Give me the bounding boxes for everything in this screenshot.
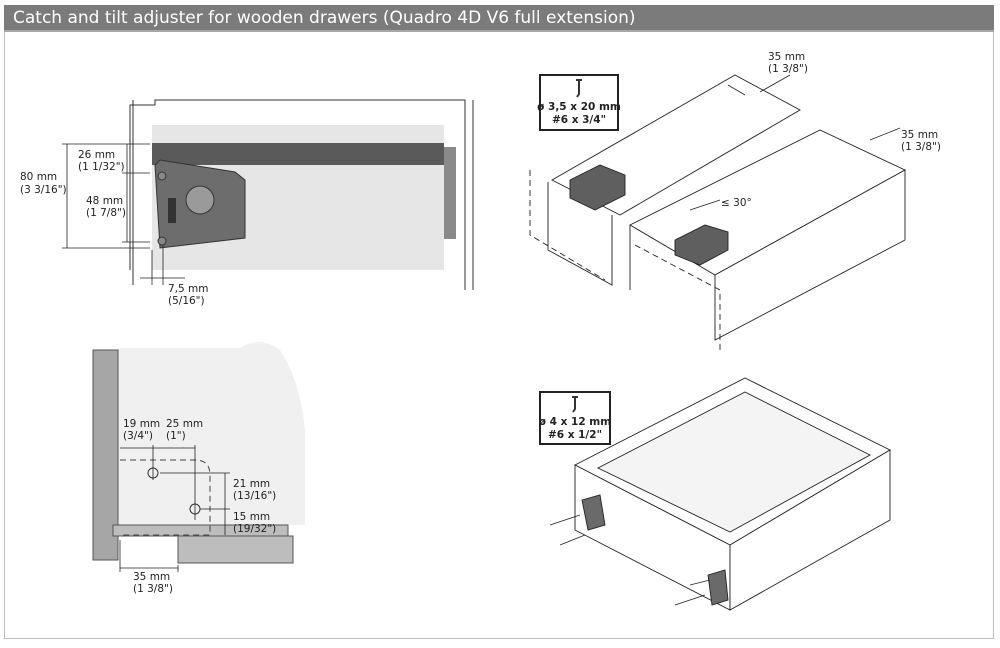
- dim-15-mm: 15 mm: [233, 511, 270, 523]
- screw-imperial-bottom: #6 x 1/2": [548, 429, 602, 441]
- dim-middle-inch: (1 7/8"): [86, 207, 126, 219]
- angle-label: ≤ 30°: [721, 197, 752, 209]
- dim-back-inch: (1 3/8"): [768, 63, 808, 75]
- dim-total-inch: (3 3/16"): [20, 184, 67, 196]
- screw-imperial-top: #6 x 3/4": [552, 114, 606, 126]
- side-view: 80 mm (3 3/16") 26 mm (1 1/32") 48 mm (1…: [20, 99, 474, 307]
- dim-25-inch: (1"): [166, 430, 186, 442]
- dim-top-inch: (1 1/32"): [78, 161, 125, 173]
- screw-icon: [576, 79, 582, 98]
- screw-box-top: ø 3,5 x 20 mm #6 x 3/4": [537, 74, 621, 131]
- dim-19-mm: 19 mm: [123, 418, 160, 430]
- dim-15-inch: (19/32"): [233, 523, 276, 535]
- screw-box-bottom: ø 4 x 12 mm #6 x 1/2": [539, 391, 611, 445]
- dim-35-mm: 35 mm: [133, 571, 170, 583]
- diagram-frame: [4, 5, 994, 639]
- rail-end: [444, 147, 456, 239]
- dim-21-mm: 21 mm: [233, 478, 270, 490]
- dim-total-mm: 80 mm: [20, 171, 57, 183]
- dim-offset-mm: 7,5 mm: [168, 283, 209, 295]
- dim-middle-mm: 48 mm: [86, 195, 123, 207]
- runner: [177, 535, 294, 564]
- title-bar: Catch and tilt adjuster for wooden drawe…: [4, 5, 994, 32]
- dim-25-mm: 25 mm: [166, 418, 203, 430]
- screw-size-top: ø 3,5 x 20 mm: [537, 101, 621, 113]
- page-title: Catch and tilt adjuster for wooden drawe…: [13, 8, 636, 28]
- dim-right-mm: 35 mm: [901, 129, 938, 141]
- screw-icon: [572, 396, 578, 413]
- dim-21-inch: (13/16"): [233, 490, 276, 502]
- template-outline: [120, 459, 211, 536]
- dim-19-inch: (3/4"): [123, 430, 153, 442]
- dim-35-inch: (1 3/8"): [133, 583, 173, 595]
- dim-back-mm: 35 mm: [768, 51, 805, 63]
- screw-size-bottom: ø 4 x 12 mm: [539, 416, 611, 428]
- dim-top-mm: 26 mm: [78, 149, 115, 161]
- cabinet-outline: [129, 99, 466, 290]
- drawer-area: [118, 341, 305, 525]
- runner-rail: [152, 143, 444, 165]
- hole-view: 19 mm (3/4") 25 mm (1") 21 mm (13/16") 1…: [92, 341, 305, 595]
- dim-offset-inch: (5/16"): [168, 295, 205, 307]
- iso-mounting-view: [529, 74, 906, 350]
- dim-right-inch: (1 3/8"): [901, 141, 941, 153]
- iso-drawer-view: [549, 377, 891, 611]
